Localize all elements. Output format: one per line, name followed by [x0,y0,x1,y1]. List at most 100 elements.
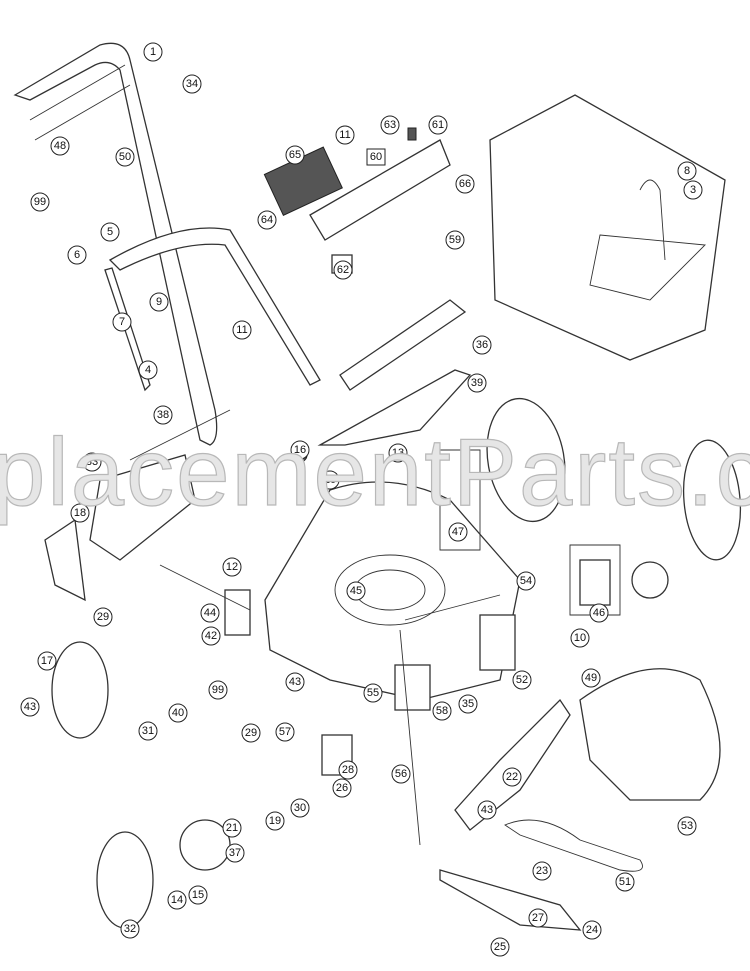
callout-number: 29 [245,727,257,739]
callout-50: 50 [115,147,135,167]
callout-57: 57 [275,722,295,742]
belt [504,819,643,872]
callout-11: 11 [232,320,252,340]
callout-number: 64 [261,214,273,226]
callout-29: 29 [93,607,113,627]
callout-number: 7 [119,316,125,328]
callout-10: 10 [570,628,590,648]
callout-number: 65 [289,149,301,161]
callout-number: 24 [586,924,598,936]
callout-number: 26 [336,782,348,794]
callout-number: 40 [172,707,184,719]
callout-number: 99 [34,196,46,208]
callout-32: 32 [120,919,140,939]
callout-number: 43 [289,676,301,688]
wheels [51,397,742,929]
callout-58: 58 [432,701,452,721]
callout-number: 28 [342,764,354,776]
callout-43: 43 [285,672,305,692]
callout-4: 4 [138,360,158,380]
callout-31: 31 [138,721,158,741]
callout-number: 21 [226,822,238,834]
callout-46: 46 [589,603,609,623]
callout-number: 53 [681,820,693,832]
callout-25: 25 [490,937,510,957]
callout-65: 65 [285,145,305,165]
callout-number: 99 [212,684,224,696]
callout-66: 66 [455,174,475,194]
callout-52: 52 [512,670,532,690]
callout-26: 26 [332,778,352,798]
callout-number: 13 [392,447,404,459]
callout-60: 60 [366,148,386,166]
callout-29: 29 [241,723,261,743]
callout-55: 55 [363,683,383,703]
callout-51: 51 [615,872,635,892]
callout-42: 42 [201,626,221,646]
callout-number: 19 [269,815,281,827]
gearbox [479,614,516,671]
rear-door [317,369,472,446]
engine-cover [579,668,721,801]
callout-number: 18 [74,507,86,519]
callout-44: 44 [200,603,220,623]
callout-number: 32 [124,923,136,935]
callout-1: 1 [143,42,163,62]
callout-39: 39 [467,373,487,393]
callout-number: 60 [370,151,382,163]
callout-number: 42 [205,630,217,642]
callout-number: 34 [186,78,198,90]
callout-number: 11 [339,129,350,141]
callout-number: 54 [520,575,532,587]
callout-number: 4 [145,364,151,376]
callout-number: 57 [279,726,291,738]
rear-height-adjuster [224,589,251,636]
callout-6: 6 [67,245,87,265]
callout-number: 11 [236,324,247,336]
callout-number: 9 [156,296,162,308]
callout-number: 10 [574,632,586,644]
callout-34: 34 [182,74,202,94]
callout-21: 21 [222,818,242,838]
callout-27: 27 [528,908,548,928]
callout-7: 7 [112,312,132,332]
callout-number: 8 [684,165,690,177]
bracket [394,664,431,711]
callout-56: 56 [391,764,411,784]
rear-flap [339,299,467,391]
callout-99: 99 [208,680,228,700]
callout-number: 63 [384,119,396,131]
callout-45: 45 [346,581,366,601]
callout-number: 55 [367,687,379,699]
callout-37: 37 [225,843,245,863]
callout-5: 5 [100,222,120,242]
callout-number: 50 [119,151,131,163]
callout-number: 44 [204,607,216,619]
discharge-chute [89,454,196,561]
callout-number: 12 [226,561,238,573]
callout-30: 30 [290,798,310,818]
callout-9: 9 [149,292,169,312]
drive-assembly [579,559,611,606]
callout-43: 43 [20,697,40,717]
callout-35: 35 [458,694,478,714]
baffle [454,698,571,831]
callout-11: 11 [335,125,355,145]
callout-48: 48 [50,136,70,156]
callout-38: 38 [153,405,173,425]
upper-handle [13,42,321,446]
callout-number: 39 [471,377,483,389]
callout-number: 37 [229,847,241,859]
callout-number: 61 [432,119,444,131]
callout-number: 1 [150,46,156,58]
callout-3: 3 [683,180,703,200]
callout-54: 54 [516,571,536,591]
callout-number: 35 [462,698,474,710]
callout-99: 99 [30,192,50,212]
callout-20: 20 [320,470,340,490]
callout-number: 48 [54,140,66,152]
callout-43: 43 [477,800,497,820]
callout-47: 47 [448,522,468,542]
callout-number: 58 [436,705,448,717]
